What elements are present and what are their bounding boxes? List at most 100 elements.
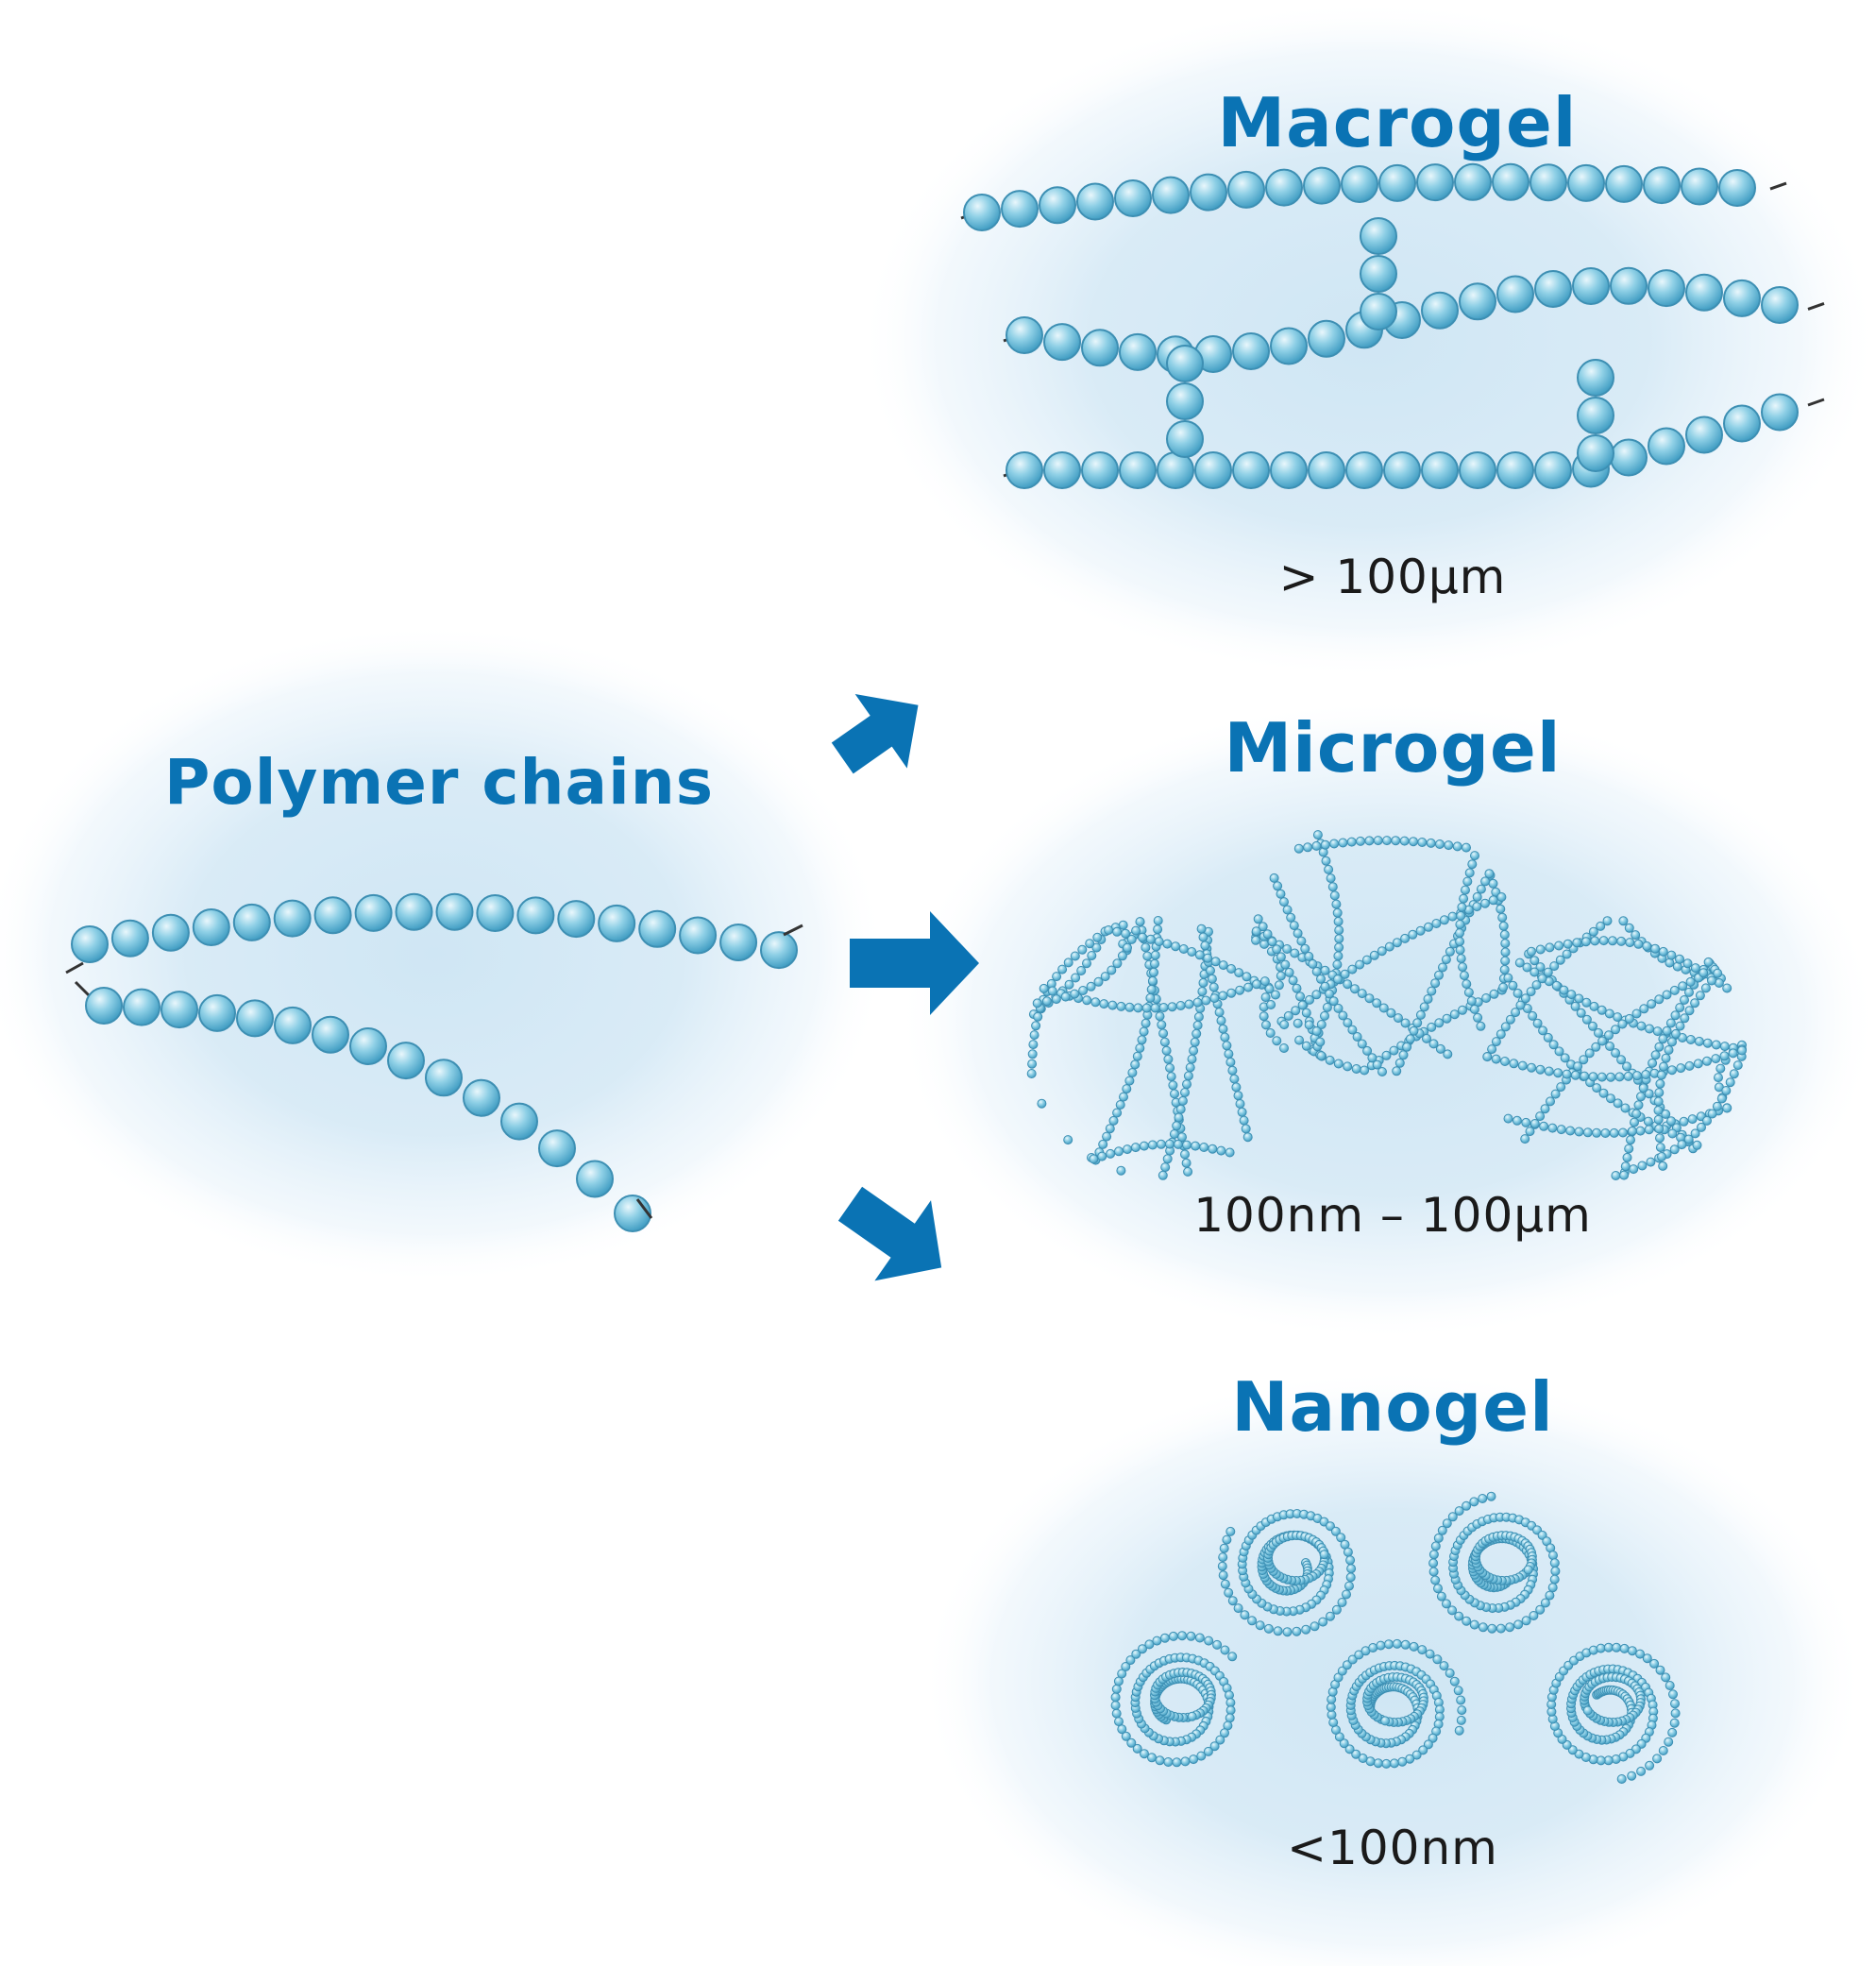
micro-bead — [1458, 1005, 1467, 1015]
micro-bead — [1655, 1143, 1665, 1153]
micro-bead — [1662, 1025, 1672, 1036]
micro-bead — [1138, 932, 1147, 942]
micro-bead — [1329, 890, 1340, 901]
micro-bead — [1364, 836, 1375, 846]
bead — [614, 1195, 651, 1232]
micro-bead — [1155, 1011, 1165, 1022]
bead — [1723, 279, 1761, 317]
micro-bead — [1500, 939, 1511, 949]
micro-bead — [1173, 1139, 1183, 1149]
micro-bead — [1189, 1045, 1199, 1056]
bead — [1685, 415, 1723, 454]
micro-bead — [1394, 1058, 1405, 1068]
nano-bead — [1282, 1627, 1293, 1637]
micro-bead — [1549, 961, 1560, 972]
micro-bead — [1508, 980, 1518, 991]
bead — [123, 988, 161, 1026]
micro-bead — [1177, 1095, 1188, 1106]
microgel-halo — [897, 699, 1876, 1341]
micro-bead — [1530, 956, 1540, 966]
micro-bead — [1272, 944, 1282, 955]
micro-bead — [1057, 964, 1068, 975]
micro-bead — [1384, 941, 1394, 952]
bead — [1572, 267, 1610, 305]
bead — [1345, 451, 1383, 489]
nano-bead — [1649, 1658, 1660, 1669]
micro-bead — [1051, 994, 1061, 1005]
micro-bead — [1455, 920, 1465, 929]
micro-bead — [1444, 840, 1454, 851]
micro-bead — [1283, 1010, 1293, 1021]
micro-bead — [1119, 1092, 1128, 1102]
micro-bead — [1598, 936, 1609, 946]
micro-bead — [1076, 966, 1087, 975]
micro-bead — [1693, 1059, 1703, 1069]
bead — [1416, 163, 1454, 202]
micro-bead — [1133, 1003, 1143, 1013]
micro-bead — [1320, 981, 1330, 991]
nano-bead — [1627, 1771, 1637, 1781]
nano-bead — [1163, 1757, 1174, 1767]
micro-bead — [1633, 1100, 1644, 1110]
nano-bead — [1138, 1644, 1147, 1654]
micro-bead — [1392, 938, 1402, 948]
nanogel-size-label: <100nm — [1287, 1821, 1498, 1875]
micro-bead — [1291, 1006, 1301, 1016]
bead — [638, 909, 677, 948]
micro-bead — [1170, 1089, 1179, 1099]
micro-bead — [1123, 942, 1132, 953]
micro-bead — [1594, 1027, 1603, 1038]
nano-bead — [1326, 1611, 1335, 1621]
bead — [1421, 451, 1459, 489]
micro-bead — [1543, 967, 1553, 977]
nano-bead — [1616, 1774, 1627, 1784]
nano-bead — [1140, 1749, 1149, 1759]
micro-bead — [1311, 990, 1322, 1000]
micro-bead — [1687, 1114, 1698, 1125]
micro-bead — [1627, 1126, 1637, 1136]
bead — [1308, 451, 1345, 489]
nano-bead — [1549, 1558, 1560, 1568]
micro-bead — [1608, 936, 1617, 946]
micro-bead — [1185, 1062, 1195, 1073]
micro-bead — [1469, 1004, 1479, 1014]
micro-bead — [1470, 851, 1479, 861]
micro-bead — [1606, 1093, 1615, 1104]
micro-bead — [1090, 997, 1101, 1008]
micro-bead — [1237, 1107, 1247, 1117]
micro-bead — [1659, 1061, 1668, 1072]
micro-bead — [1559, 985, 1569, 995]
micro-bead — [1347, 964, 1358, 975]
micro-bead — [1160, 1162, 1171, 1173]
micro-bead — [1442, 1013, 1452, 1024]
micro-bead — [1645, 1024, 1655, 1034]
bead — [312, 1015, 349, 1054]
micro-bead — [1311, 966, 1322, 976]
bead — [1303, 166, 1341, 205]
crosslink-bead — [1166, 420, 1204, 458]
bead — [425, 1059, 463, 1097]
micro-bead — [1631, 1008, 1642, 1019]
micro-bead — [1463, 988, 1474, 997]
micro-bead — [1682, 958, 1693, 969]
bead — [1006, 316, 1043, 354]
micro-bead — [1512, 1115, 1522, 1126]
micro-bead — [1153, 924, 1163, 935]
micro-bead — [1655, 1133, 1665, 1144]
micro-bead — [1614, 1072, 1625, 1082]
nano-bead — [1131, 1649, 1141, 1659]
micro-bead — [1419, 1002, 1429, 1012]
nano-bead — [1220, 1728, 1229, 1738]
micro-bead — [1194, 950, 1205, 960]
micro-bead — [1304, 951, 1314, 961]
micro-bead — [1301, 1008, 1311, 1018]
micro-bead — [1122, 1084, 1132, 1094]
nano-bead — [1652, 1754, 1663, 1764]
bead — [1081, 451, 1119, 489]
micro-bead — [1196, 924, 1207, 934]
bead — [1643, 166, 1681, 205]
micro-bead — [1231, 1082, 1242, 1093]
micro-bead — [1400, 1018, 1411, 1028]
nano-bead — [1409, 1641, 1419, 1652]
nano-bead — [1331, 1604, 1342, 1615]
